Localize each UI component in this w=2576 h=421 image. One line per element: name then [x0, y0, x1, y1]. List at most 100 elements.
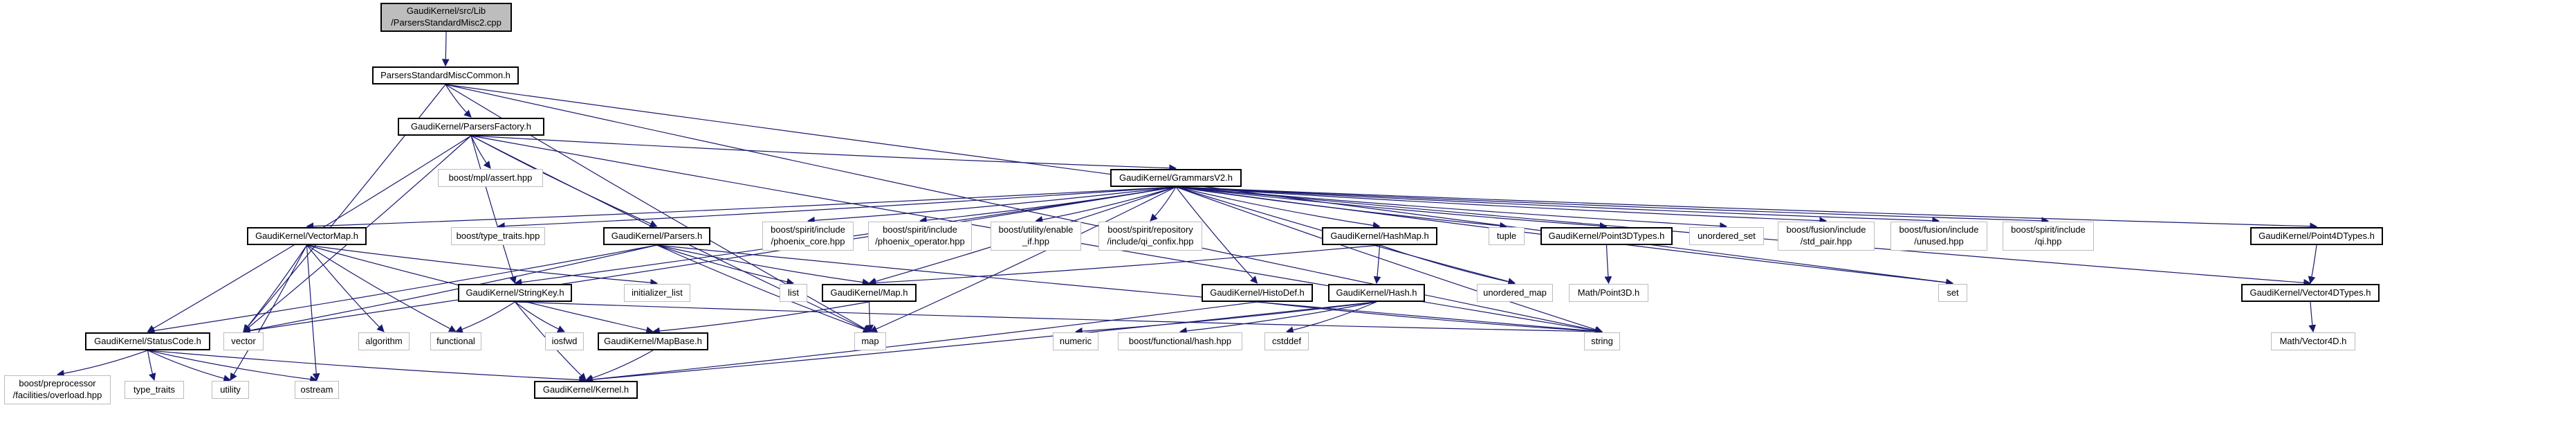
node-map_h[interactable]: GaudiKernel/Map.h	[822, 284, 917, 302]
node-numeric: numeric	[1053, 332, 1098, 350]
node-initializer_list: initializer_list	[624, 284, 690, 302]
node-ostream: ostream	[295, 381, 339, 399]
node-overload: boost/preprocessor /facilities/overload.…	[4, 375, 111, 404]
node-hash_h[interactable]: GaudiKernel/Hash.h	[1328, 284, 1425, 302]
edge-vectormap-to-algorithm	[306, 244, 385, 332]
edge-grammarsv2-to-enable_if	[1035, 186, 1177, 224]
edge-hash_h-to-cstddef	[1285, 301, 1377, 334]
node-mapbase[interactable]: GaudiKernel/MapBase.h	[598, 332, 708, 350]
edge-grammarsv2-to-unused	[1175, 186, 1940, 225]
edge-parsers-to-list	[656, 244, 795, 286]
node-enable_if: boost/utility/enable _if.hpp	[991, 222, 1081, 251]
edge-grammarsv2-to-vector	[242, 186, 1177, 334]
node-qi_confix: boost/spirit/repository /include/qi_conf…	[1098, 222, 1202, 251]
node-root: GaudiKernel/src/Lib /ParsersStandardMisc…	[380, 3, 512, 32]
edge-statuscode-to-ostream	[147, 350, 318, 384]
node-kernel[interactable]: GaudiKernel/Kernel.h	[534, 381, 638, 399]
edge-vectormap-to-vector	[243, 244, 307, 332]
node-functional: functional	[430, 332, 481, 350]
edge-grammarsv2-to-boost_type_traits	[497, 186, 1177, 230]
edge-grammarsv2-to-std_pair	[1175, 186, 1828, 225]
edge-vectormap-to-initializer_list	[306, 244, 659, 287]
edge-map_h-to-mapbase	[652, 301, 870, 335]
edge-stringkey-to-functional	[454, 301, 515, 333]
node-common[interactable]: ParsersStandardMiscCommon.h	[372, 66, 519, 84]
edge-hashmap-to-hash_h	[1373, 244, 1381, 285]
edge-grammarsv2-to-map	[870, 186, 1177, 332]
node-point3dtypes[interactable]: GaudiKernel/Point3DTypes.h	[1540, 227, 1673, 245]
edge-vector4dtypes-to-math_vector4d	[2308, 301, 2317, 333]
edge-statuscode-to-std_type_traits	[147, 350, 156, 382]
edge-common-to-parsersfactory	[445, 84, 472, 118]
edge-vectormap-to-functional	[306, 244, 457, 332]
node-qi_hpp: boost/spirit/include /qi.hpp	[2003, 222, 2094, 251]
edge-histodef-to-kernel	[585, 301, 1258, 384]
node-phoenix_core: boost/spirit/include /phoenix_core.hpp	[762, 222, 854, 251]
edge-stringkey-to-string	[515, 301, 1603, 336]
edge-statuscode-to-utility	[147, 350, 232, 382]
node-phoenix_operator: boost/spirit/include /phoenix_operator.h…	[868, 222, 972, 251]
node-statuscode[interactable]: GaudiKernel/StatusCode.h	[85, 332, 210, 350]
node-std_pair: boost/fusion/include /std_pair.hpp	[1778, 222, 1875, 251]
edge-grammarsv2-to-phoenix_core	[807, 186, 1177, 224]
node-boost_type_traits: boost/type_traits.hpp	[451, 227, 545, 245]
node-histodef[interactable]: GaudiKernel/HistoDef.h	[1202, 284, 1313, 302]
edge-grammarsv2-to-point3dtypes	[1175, 186, 1608, 230]
edge-hashmap-to-map_h	[868, 244, 1380, 287]
edge-vectormap-to-utility	[230, 244, 308, 381]
edge-hash_h-to-numeric	[1074, 301, 1377, 335]
edge-point3dtypes-to-math_point3d	[1604, 244, 1612, 285]
node-tuple: tuple	[1489, 227, 1525, 245]
node-unordered_map: unordered_map	[1477, 284, 1553, 302]
node-map: map	[854, 332, 886, 350]
node-mpl_assert: boost/mpl/assert.hpp	[438, 169, 543, 187]
node-utility: utility	[212, 381, 249, 399]
edge-hashmap-to-unordered_map	[1379, 244, 1516, 286]
node-unused: boost/fusion/include /unused.hpp	[1890, 222, 1987, 251]
edge-grammarsv2-to-histodef	[1175, 186, 1258, 284]
edge-root-to-common	[441, 31, 450, 67]
edge-parsers-to-statuscode	[147, 244, 657, 334]
node-vector4dtypes[interactable]: GaudiKernel/Vector4DTypes.h	[2241, 284, 2380, 302]
edge-parsers-to-vector	[242, 244, 657, 334]
edge-parsers-to-map	[656, 244, 872, 333]
edge-map_h-to-map	[866, 301, 874, 333]
node-cstddef: cstddef	[1264, 332, 1309, 350]
edge-grammarsv2-to-string	[1175, 186, 1603, 334]
node-parsers[interactable]: GaudiKernel/Parsers.h	[603, 227, 710, 245]
edge-grammarsv2-to-qi_confix	[1150, 186, 1177, 222]
edge-statuscode-to-overload	[56, 350, 148, 377]
edge-hash_h-to-boost_hash	[1179, 301, 1377, 335]
node-grammarsv2[interactable]: GaudiKernel/GrammarsV2.h	[1110, 169, 1242, 187]
edge-grammarsv2-to-phoenix_operator	[919, 186, 1177, 224]
edge-parsersfactory-to-stringkey	[470, 135, 517, 285]
node-set: set	[1938, 284, 1967, 302]
edge-parsersfactory-to-mpl_assert	[470, 135, 491, 169]
edge-parsersfactory-to-grammarsv2	[470, 135, 1177, 172]
node-parsersfactory[interactable]: GaudiKernel/ParsersFactory.h	[398, 118, 544, 136]
node-point4dtypes[interactable]: GaudiKernel/Point4DTypes.h	[2250, 227, 2383, 245]
edge-point4dtypes-to-vector4dtypes	[2308, 244, 2317, 285]
node-stringkey[interactable]: GaudiKernel/StringKey.h	[458, 284, 572, 302]
node-math_point3d: Math/Point3D.h	[1569, 284, 1648, 302]
node-vectormap[interactable]: GaudiKernel/VectorMap.h	[247, 227, 367, 245]
node-string: string	[1584, 332, 1620, 350]
node-vector: vector	[223, 332, 264, 350]
edge-common-to-string	[445, 84, 1603, 334]
node-iosfwd: iosfwd	[545, 332, 584, 350]
edge-parsers-to-string	[656, 244, 1603, 335]
edge-stringkey-to-iosfwd	[515, 301, 565, 333]
node-std_type_traits: type_traits	[125, 381, 184, 399]
edge-grammarsv2-to-qi_hpp	[1175, 186, 2050, 225]
edge-grammarsv2-to-hashmap	[1175, 186, 1381, 229]
node-algorithm: algorithm	[358, 332, 410, 350]
node-boost_hash: boost/functional/hash.hpp	[1118, 332, 1242, 350]
edge-grammarsv2-to-vectormap	[306, 186, 1177, 231]
edge-mapbase-to-kernel	[585, 350, 654, 382]
edge-histodef-to-string	[1257, 301, 1603, 335]
node-unordered_set: unordered_set	[1689, 227, 1764, 245]
node-hashmap[interactable]: GaudiKernel/HashMap.h	[1322, 227, 1437, 245]
edge-vectormap-to-ostream	[306, 244, 320, 382]
